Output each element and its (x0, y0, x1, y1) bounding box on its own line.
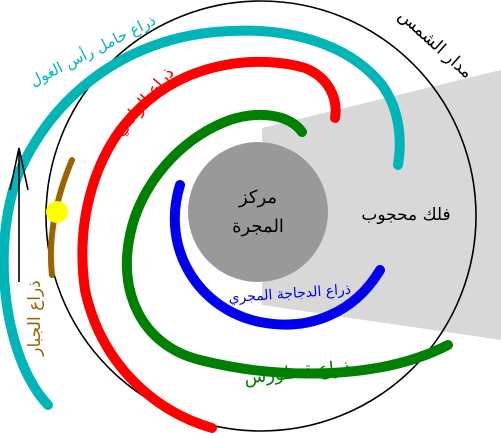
solar-orbit-label: مدار الشمس (394, 6, 476, 83)
direction-arrow-icon (9, 147, 29, 282)
cygnus-arm-curve (169, 180, 385, 330)
centaurus-arm-curve (121, 109, 453, 379)
obscured-zone (262, 70, 501, 340)
centaurus-arm-label: ذراع قنطورس (243, 356, 352, 388)
sun-marker (46, 201, 68, 223)
perseus-arm-curve (0, 25, 405, 410)
galactic-center-label-1: مركز (238, 187, 277, 208)
galactic-center (188, 142, 328, 282)
orion-arm-label: ذراع الجبار (25, 280, 45, 356)
sagittarius-arm-label: ذراع الرامي (110, 63, 179, 140)
obscured-sphere-label: فلك محجوب (361, 205, 450, 225)
sagittarius-arm-curve (77, 56, 341, 433)
galactic-center-label-2: المجرة (232, 216, 284, 237)
solar-orbit-circle (45, 0, 477, 432)
